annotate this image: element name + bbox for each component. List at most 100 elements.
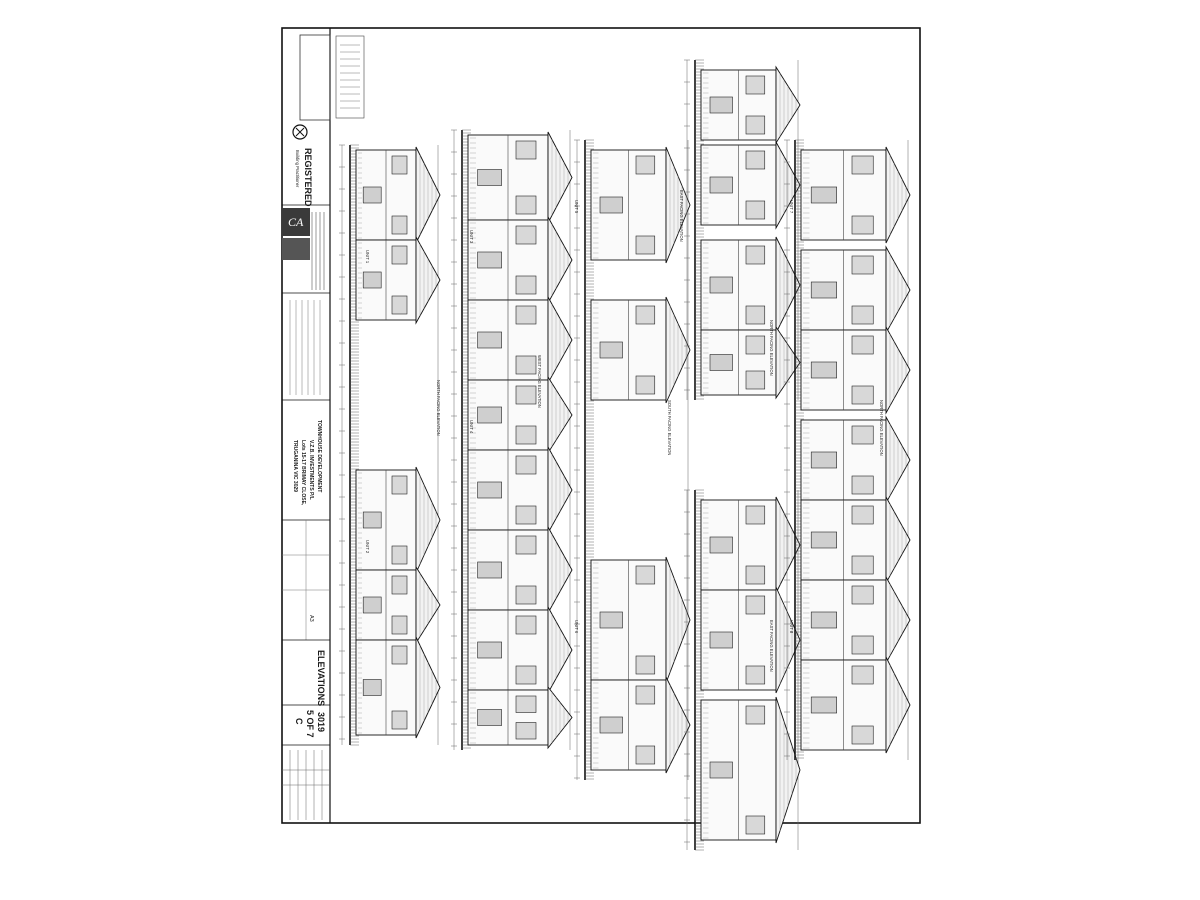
ground-door — [599, 341, 623, 359]
unit-label: UNIT 7 — [789, 200, 794, 214]
registration-seal-icon — [292, 124, 308, 140]
upper-window — [391, 155, 408, 175]
upper-window — [851, 335, 874, 355]
upper-window — [745, 595, 766, 615]
upper-window — [745, 200, 766, 220]
upper-window — [635, 375, 656, 395]
unit-label: UNIT 1 — [365, 250, 370, 264]
ground-door — [362, 186, 382, 204]
upper-window — [745, 505, 766, 525]
upper-window — [635, 235, 656, 255]
elevation-label-1: NORTH FACING ELEVATION — [436, 380, 441, 436]
notes-box-inner — [335, 35, 365, 119]
scale-rows — [282, 520, 330, 640]
upper-window — [851, 155, 874, 175]
upper-window — [851, 255, 874, 275]
upper-window — [515, 585, 537, 605]
ground-door — [477, 406, 502, 424]
upper-window — [515, 695, 537, 713]
upper-window — [851, 475, 874, 495]
upper-window — [515, 385, 537, 405]
upper-window — [851, 425, 874, 445]
unit-label: UNIT 2 — [365, 540, 370, 554]
upper-window — [515, 425, 537, 445]
upper-window — [391, 295, 408, 315]
company-logo — [282, 208, 310, 236]
ground-door — [810, 611, 838, 629]
upper-window — [515, 722, 537, 740]
elevation-label-4: EAST FACING ELEVATION — [679, 190, 684, 242]
upper-window — [851, 635, 874, 655]
company-details-lines — [311, 212, 325, 290]
upper-window — [515, 275, 537, 295]
ground-door — [362, 596, 382, 614]
upper-window — [745, 150, 766, 170]
unit-label: UNIT 6 — [574, 620, 579, 634]
unit-label: UNIT 3 — [469, 230, 474, 244]
upper-window — [745, 705, 766, 725]
ground-door — [709, 176, 733, 194]
upper-window — [515, 665, 537, 685]
upper-window — [635, 305, 656, 325]
site-address: Lots 15-17 BRIMAY CLOSE, — [300, 440, 306, 506]
upper-window — [851, 585, 874, 605]
ground-door — [362, 679, 382, 696]
upper-window — [515, 455, 537, 475]
upper-window — [851, 555, 874, 575]
upper-window — [391, 575, 408, 595]
upper-window — [515, 195, 537, 215]
upper-window — [635, 685, 656, 705]
ground-door — [810, 186, 838, 204]
ground-door — [709, 276, 733, 294]
unit-label: UNIT 5 — [574, 200, 579, 214]
ground-door — [810, 281, 838, 299]
upper-window — [515, 535, 537, 555]
notes-box — [299, 34, 331, 121]
upper-window — [745, 370, 766, 390]
upper-window — [515, 615, 537, 635]
ground-door — [362, 511, 382, 529]
upper-window — [391, 645, 408, 665]
upper-window — [635, 565, 656, 585]
client-name: V.Z.B. INVESTMENTS P/L — [308, 440, 314, 500]
ground-door — [709, 354, 733, 371]
company-logo-bar — [282, 238, 310, 260]
elevation-drawings — [339, 59, 911, 851]
upper-window — [515, 140, 537, 160]
ground-door — [477, 251, 502, 269]
drawing-scale: A3 — [308, 615, 314, 622]
ground-door — [810, 696, 838, 714]
ground-door — [362, 271, 382, 289]
ground-door — [709, 96, 733, 114]
ground-door — [709, 631, 733, 649]
upper-window — [635, 745, 656, 765]
unit-label: UNIT 8 — [789, 620, 794, 634]
upper-window — [851, 305, 874, 325]
upper-window — [391, 245, 408, 265]
ground-door — [709, 761, 733, 779]
project-title: TOWNHOUSE DEVELOPMENT — [316, 420, 322, 492]
upper-window — [635, 155, 656, 175]
company-logo-text: CA — [288, 215, 304, 229]
ground-door — [599, 611, 623, 629]
ground-door — [599, 196, 623, 214]
elevation-label-7: NORTH FACING ELEVATION — [879, 400, 884, 456]
ground-door — [810, 451, 838, 469]
upper-window — [745, 815, 766, 835]
ground-door — [477, 169, 502, 186]
elevation-label-2: WEST FACING ELEVATION — [537, 355, 542, 408]
upper-window — [745, 75, 766, 95]
consultant-rows — [289, 300, 321, 395]
upper-window — [391, 475, 408, 495]
registration-label: REGISTERED — [303, 148, 313, 207]
ground-door — [810, 361, 838, 379]
upper-window — [745, 305, 766, 325]
upper-window — [745, 245, 766, 265]
upper-window — [391, 615, 408, 635]
upper-window — [391, 545, 408, 565]
sheet-number: 5 OF 7 — [305, 710, 315, 738]
upper-window — [745, 115, 766, 135]
ground-door — [810, 531, 838, 549]
ground-door — [477, 481, 502, 499]
